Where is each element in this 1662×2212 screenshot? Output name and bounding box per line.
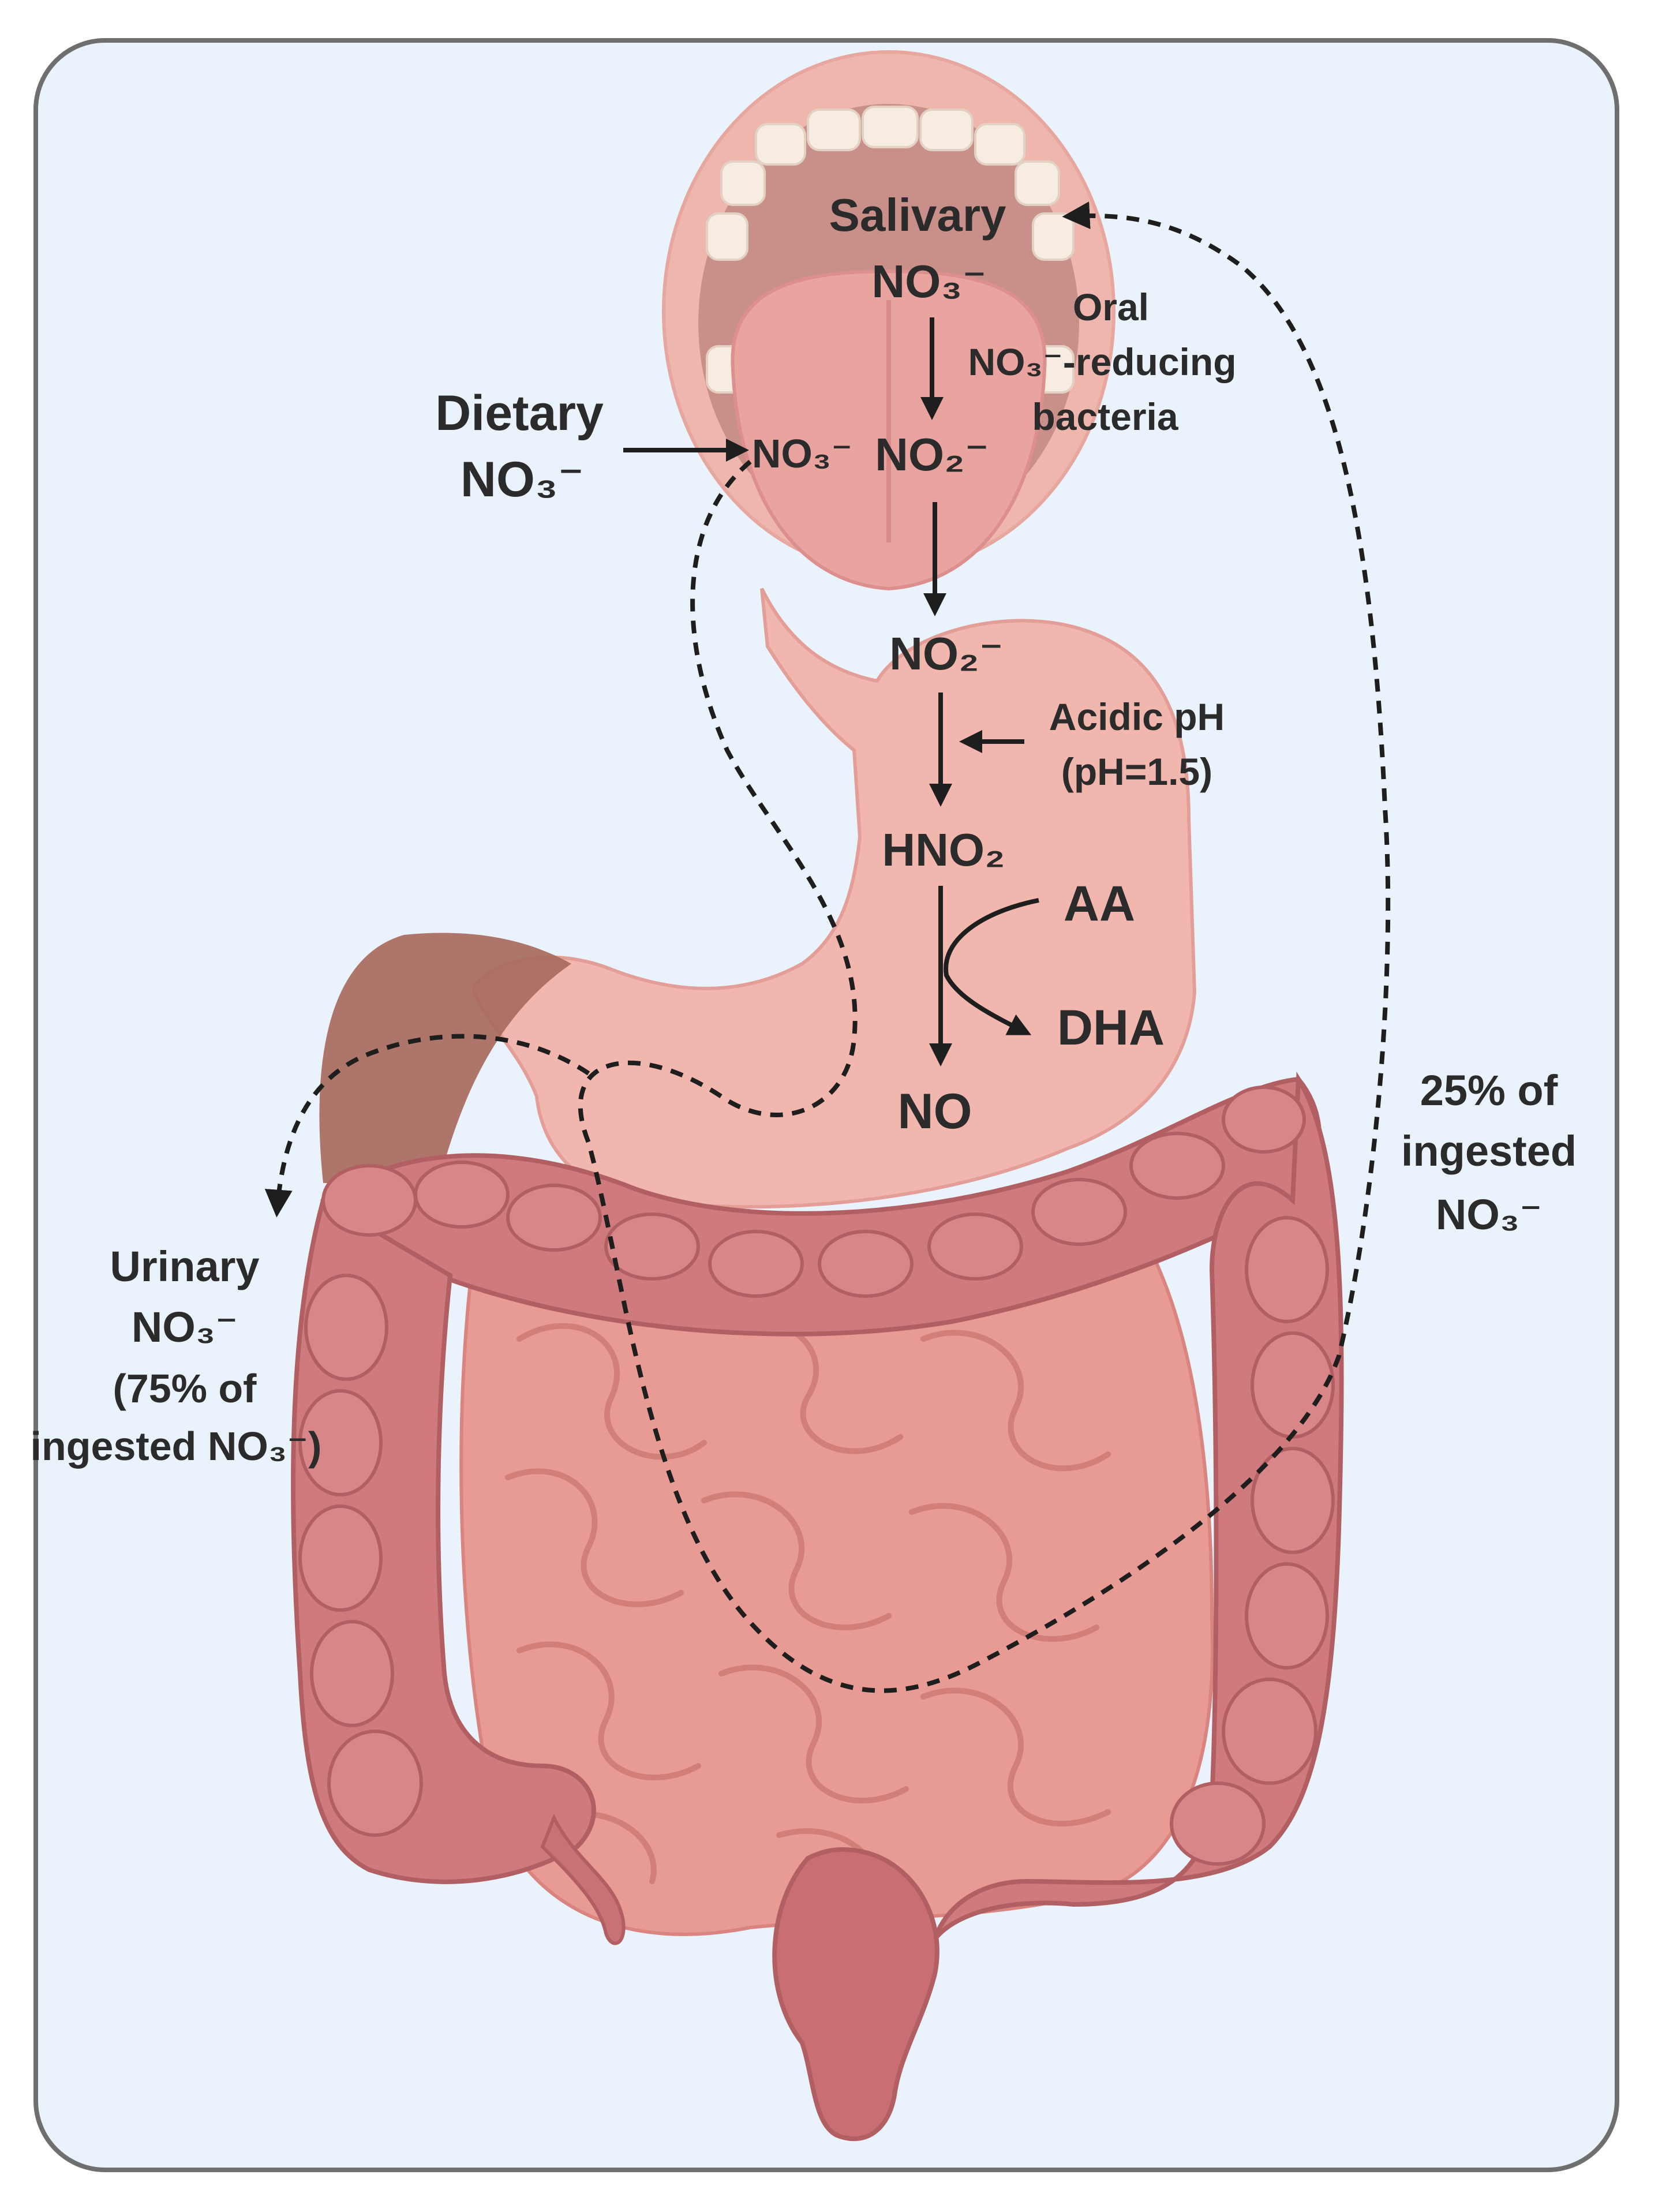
dashed-pathways: [264, 201, 1391, 1693]
label-no: NO: [898, 1084, 972, 1139]
label-recirculation-1: 25% of: [1420, 1066, 1558, 1114]
label-dha: DHA: [1057, 1000, 1165, 1056]
label-acidic-ph: Acidic pH: [1049, 695, 1225, 738]
label-recirculation-2: ingested: [1401, 1127, 1577, 1175]
dashed-urinary-path: [264, 1034, 590, 1218]
mouth-illustration: [662, 50, 1116, 591]
label-dietary-no3: NO₃⁻: [461, 452, 584, 507]
dashed-swallow-path: [578, 201, 1391, 1693]
label-urinary-ingested: ingested NO₃⁻): [31, 1424, 322, 1469]
label-urinary-no3: NO₃⁻: [132, 1303, 238, 1351]
appendix: [540, 1813, 626, 1945]
label-recirculation-3: NO₃⁻: [1436, 1191, 1542, 1238]
teeth: [706, 106, 1075, 394]
rectum: [772, 1847, 939, 2142]
arrow-aa-to-dha: [944, 898, 1039, 1035]
label-mouth-no2: NO₂⁻: [875, 429, 989, 480]
label-acidic-ph-value: (pH=1.5): [1061, 750, 1212, 793]
colon-haustra: [298, 1086, 1335, 1866]
label-dietary: Dietary: [435, 385, 604, 441]
label-salivary-no3: NO₃⁻: [871, 256, 986, 307]
liver-shape: [319, 933, 571, 1183]
solid-arrows: [623, 317, 1039, 1066]
label-mouth-no3: NO₃⁻: [752, 431, 852, 476]
labels: Salivary NO₃⁻ Oral NO₃⁻-reducing bacteri…: [31, 189, 1577, 1469]
label-oral-bacteria-1: Oral: [1073, 286, 1149, 328]
label-stomach-no2: NO₂⁻: [889, 628, 1004, 679]
label-urinary-pct: (75% of: [113, 1366, 257, 1411]
label-urinary: Urinary: [110, 1242, 259, 1290]
label-hno2: HNO₂: [882, 824, 1005, 875]
label-oral-bacteria-3: bacteria: [1032, 395, 1178, 438]
label-aa: AA: [1064, 876, 1135, 931]
label-salivary: Salivary: [829, 189, 1006, 241]
label-oral-bacteria-2: NO₃⁻-reducing: [968, 340, 1236, 383]
